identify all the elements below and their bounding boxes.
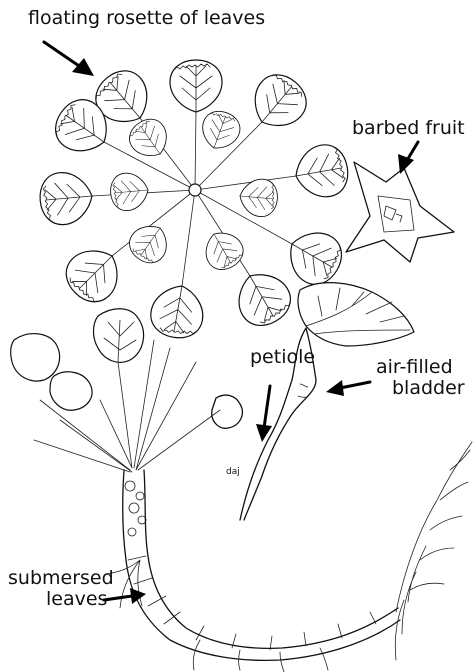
label-submersed: submersed xyxy=(8,568,114,589)
label-submersed-leaves: leaves xyxy=(46,589,107,610)
label-petiole: petiole xyxy=(250,347,315,368)
arrow-to-fruit xyxy=(398,142,418,174)
submersed-leaves xyxy=(106,442,472,672)
label-air-filled: air-filled xyxy=(376,357,453,378)
artist-initials: daj xyxy=(226,467,240,477)
arrow-to-submersed xyxy=(104,588,146,604)
arrow-to-rosette xyxy=(44,42,94,76)
label-bladder: bladder xyxy=(392,378,465,399)
arrow-to-bladder xyxy=(326,380,370,396)
barbed-fruit xyxy=(346,162,454,262)
label-floating-rosette: floating rosette of leaves xyxy=(28,8,265,29)
label-barbed-fruit: barbed fruit xyxy=(352,118,465,139)
arrow-to-petiole xyxy=(256,386,272,442)
